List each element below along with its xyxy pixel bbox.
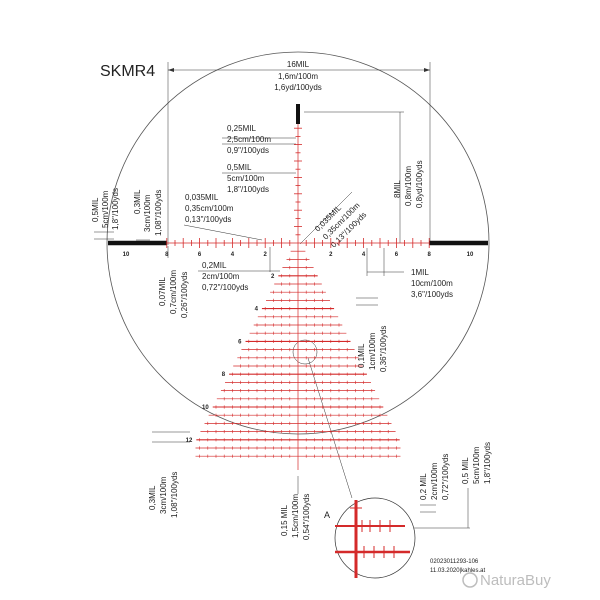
detail-leader-line [307,357,353,499]
detail-label: A [324,510,330,520]
svg-text:0,3MIL: 0,3MIL [133,189,142,214]
h-tick-label-left: 4 [231,252,235,258]
v-tick-label: 6 [238,339,242,345]
dim-0035mil-left: 0,035MIL 0,35cm/100m 0,13"/100yds [183,193,263,241]
dim-05mil-center: 0,5MIL 5cm/100m 1,8"/100yds [222,163,296,194]
h-tick-label-left: 6 [198,252,202,258]
dim-03mil-low: 0,3MIL 3cm/100m 1,08"/100yds [148,431,190,518]
dim-05mil-left: 0,5MIL 5cm/100m 1,8"/100yds [91,188,120,240]
svg-text:2cm/100m: 2cm/100m [202,272,240,281]
dim-8mil: 8MIL 0,8m/100m 0,8yd/100yds [304,111,424,243]
svg-text:0,25MIL: 0,25MIL [227,124,256,133]
h-tick-label-left: 10 [123,252,130,258]
svg-text:0,15 MIL: 0,15 MIL [280,504,289,536]
svg-text:0,2MIL: 0,2MIL [202,261,227,270]
dim-02mil: 0,2MIL 2cm/100m 0,72"/100yds [198,247,280,292]
v-tick-label: 12 [186,438,193,444]
document-date: 11.03.2020|kahles.at [430,568,485,574]
svg-text:10cm/100m: 10cm/100m [411,279,453,288]
dim-1mil: 1MIL 10cm/100m 3,6"/100yds [366,248,453,299]
svg-text:0,72"/100yds: 0,72"/100yds [202,283,248,292]
svg-text:5cm/100m: 5cm/100m [101,190,110,228]
svg-text:0,36"/100yds: 0,36"/100yds [379,326,388,372]
svg-text:1,8"/100yds: 1,8"/100yds [111,188,120,230]
h-tick-label-left: 2 [264,252,268,258]
svg-text:0,07MIL: 0,07MIL [158,277,167,306]
h-tick-label-right: 8 [428,252,432,258]
svg-text:0,35cm/100m: 0,35cm/100m [185,204,234,213]
v-tick-label: 4 [255,307,259,313]
svg-text:1cm/100m: 1cm/100m [368,332,377,370]
svg-text:0,3MIL: 0,3MIL [148,485,157,510]
svg-text:0,2 MIL: 0,2 MIL [419,473,428,500]
reticle [108,104,488,470]
watermark-text: NaturaBuy [480,572,551,589]
v-tick-label: 8 [222,372,226,378]
svg-text:1,6m/100m: 1,6m/100m [278,72,318,81]
dim-007mil: 0,07MIL 0,7cm/100m 0,26"/100yds [158,246,189,318]
dim-025mil: 0,25MIL 2,5cm/100m 0,9"/100yds [222,124,296,155]
svg-text:8MIL: 8MIL [393,180,402,198]
dim-05mil-detail: 0,5 MIL 5cm/100m 1,8"/100yds [410,442,492,529]
svg-text:0,5MIL: 0,5MIL [227,163,252,172]
svg-text:0,72"/100yds: 0,72"/100yds [441,454,450,500]
svg-text:3,6"/100yds: 3,6"/100yds [411,290,453,299]
h-tick-label-right: 6 [395,252,399,258]
dim-01mil: 0,1MIL 1cm/100m 0,36"/100yds [356,297,388,372]
svg-text:3cm/100m: 3cm/100m [159,476,168,514]
svg-text:0,7cm/100m: 0,7cm/100m [169,270,178,314]
svg-text:2,5cm/100m: 2,5cm/100m [227,135,271,144]
horizontal-tick-labels: 10 8 6 4 2 2 4 6 8 10 [123,252,474,258]
h-tick-label-right: 2 [329,252,333,258]
watermark: NaturaBuy [462,572,551,589]
h-tick-label-right: 4 [362,252,366,258]
vertical-tick-labels: 2 4 6 8 10 12 [186,274,275,444]
svg-text:16MIL: 16MIL [287,60,310,69]
svg-text:0,8yd/100yds: 0,8yd/100yds [415,160,424,208]
svg-text:0,9"/100yds: 0,9"/100yds [227,146,269,155]
svg-text:1,5cm/100m: 1,5cm/100m [291,494,300,538]
dim-03mil-left: 0,3MIL 3cm/100m 1,08"/100yds [133,189,163,241]
svg-text:0,54"/100yds: 0,54"/100yds [302,494,311,540]
svg-text:0,1MIL: 0,1MIL [357,343,366,368]
watermark-logo-icon [462,572,478,588]
svg-text:5cm/100m: 5cm/100m [227,174,265,183]
svg-text:1,08"/100yds: 1,08"/100yds [154,190,163,236]
svg-text:5cm/100m: 5cm/100m [472,446,481,484]
svg-text:0,5 MIL: 0,5 MIL [461,457,470,484]
svg-text:1,8"/100yds: 1,8"/100yds [227,185,269,194]
dim-16mil: 16MIL 1,6m/100m 1,6yd/100yds [167,60,431,245]
detail-view-a: A [324,497,416,579]
svg-text:0,035MIL: 0,035MIL [185,193,219,202]
svg-text:0,26"/100yds: 0,26"/100yds [180,272,189,318]
dim-0035mil-right: 0,035MIL 0,35cm/100m 0,13"/100yds [299,191,368,249]
svg-text:1,6yd/100yds: 1,6yd/100yds [274,83,322,92]
h-tick-label-right: 10 [467,252,474,258]
dim-015mil: 0,15 MIL 1,5cm/100m 0,54"/100yds [280,476,311,540]
v-tick-label: 10 [202,405,209,411]
svg-text:2cm/100m: 2cm/100m [430,462,439,500]
reticle-title: SKMR4 [100,63,155,80]
detail-marker-circle [292,339,318,365]
svg-text:0,13"/100yds: 0,13"/100yds [185,215,231,224]
svg-text:3cm/100m: 3cm/100m [143,194,152,232]
svg-text:0,8m/100m: 0,8m/100m [404,166,413,206]
svg-text:1MIL: 1MIL [411,268,429,277]
svg-text:0,5MIL: 0,5MIL [91,197,100,222]
document-id: 02023011293-106 [430,559,479,565]
h-tick-label-left: 8 [165,252,169,258]
v-tick-label: 2 [271,274,275,280]
svg-text:1,08"/100yds: 1,08"/100yds [170,472,179,518]
svg-text:1,8"/100yds: 1,8"/100yds [483,442,492,484]
dim-02mil-detail: 0,2 MIL 2cm/100m 0,72"/100yds [419,454,450,513]
